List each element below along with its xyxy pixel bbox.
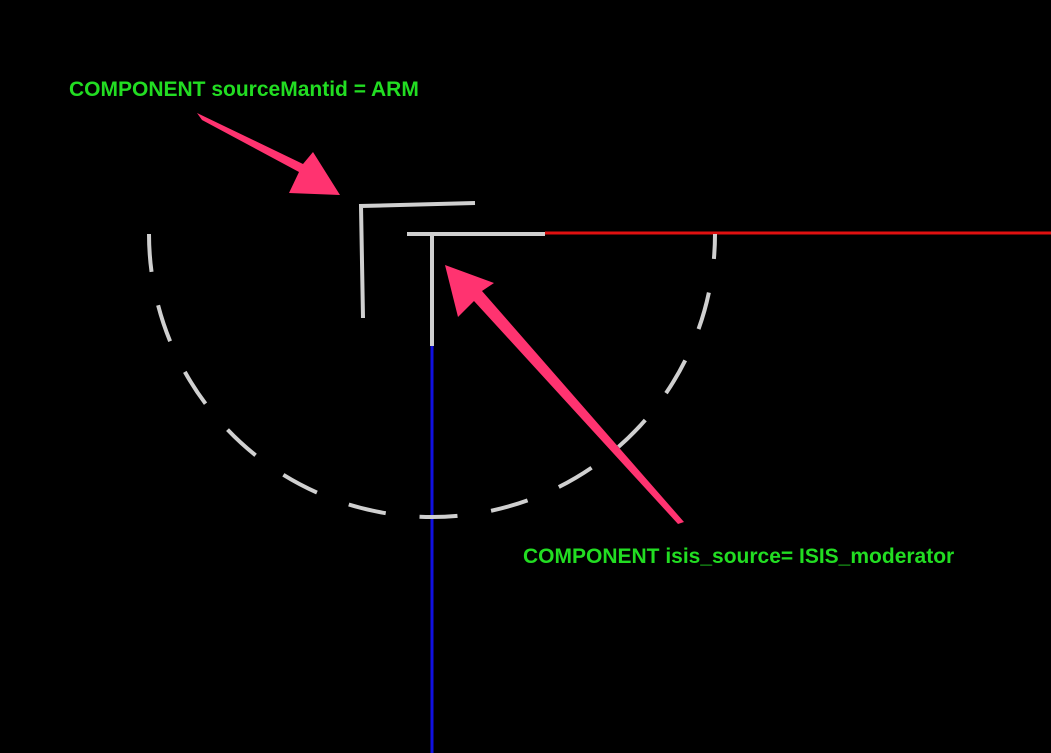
isis-source-axes — [430, 232, 545, 346]
arrow-to-isis-source — [445, 265, 684, 524]
arrow-to-source-mantid — [197, 113, 340, 195]
source-mantid-arm — [358, 201, 476, 319]
isis-moderator-arc — [147, 233, 717, 519]
pointer-arrow-icon — [197, 113, 340, 195]
pointer-arrow-icon — [445, 265, 684, 524]
isis-source-label: COMPONENT isis_source= ISIS_moderator — [523, 545, 955, 568]
source-mantid-label: COMPONENT sourceMantid = ARM — [69, 78, 419, 101]
